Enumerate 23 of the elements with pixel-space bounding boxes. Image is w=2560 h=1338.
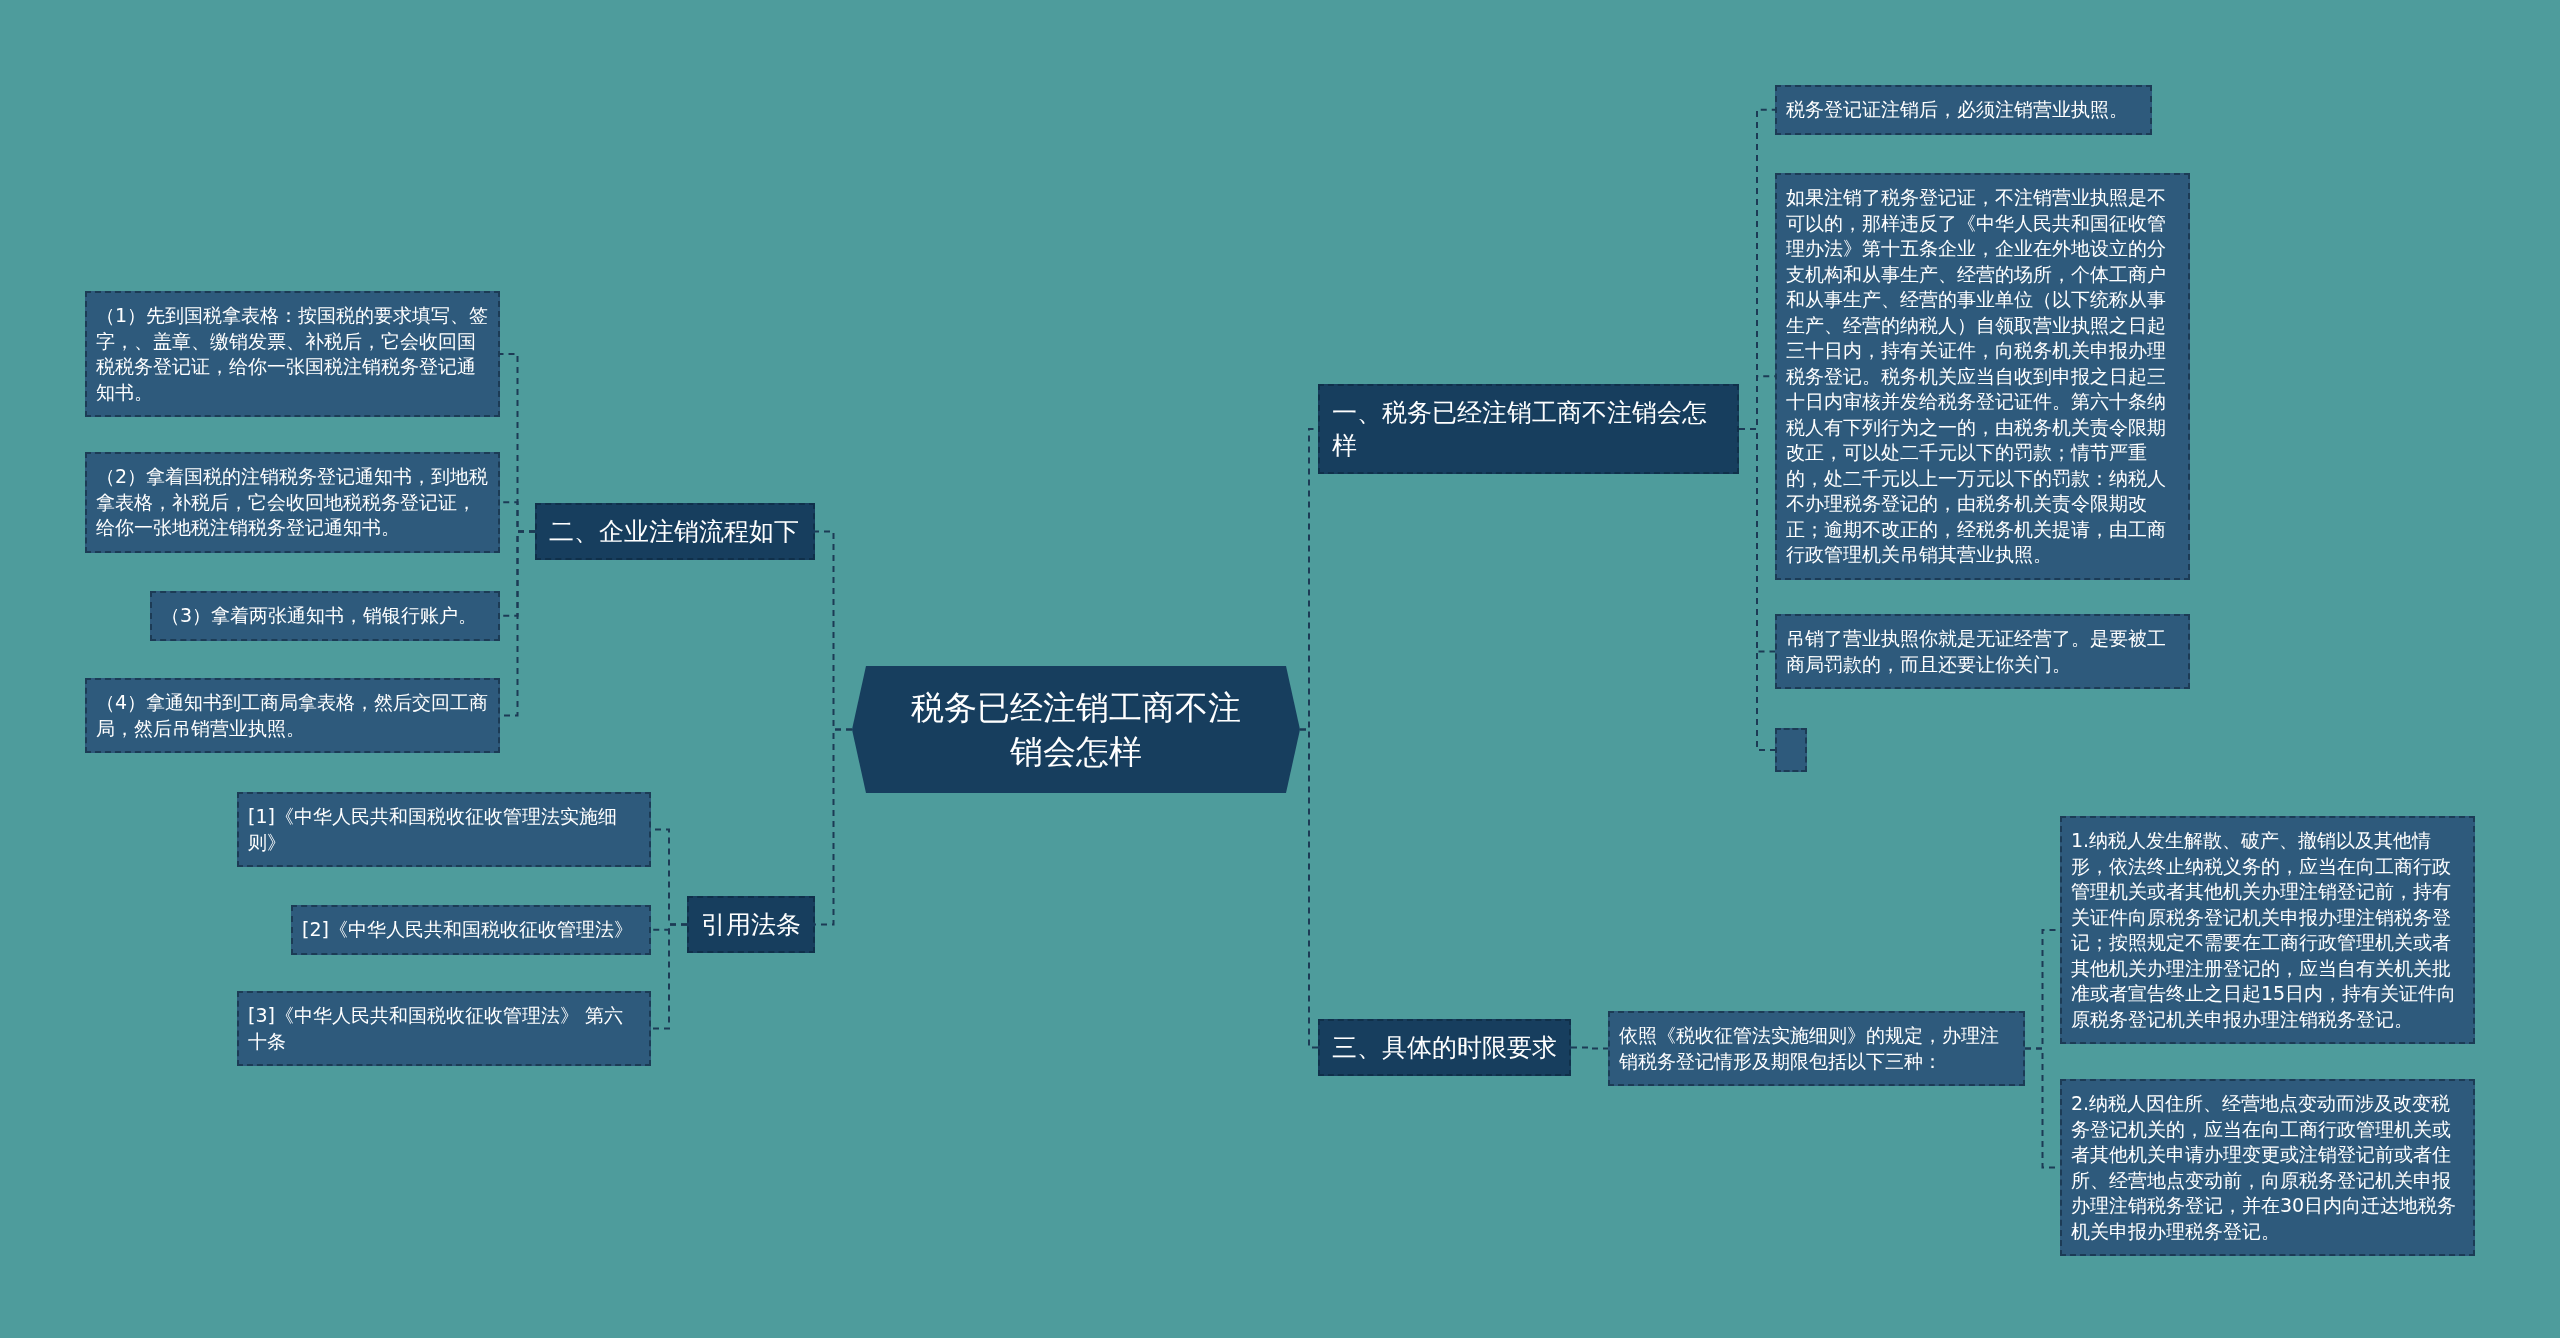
text-box: 税务登记证注销后，必须注销营业执照。 <box>1775 85 2152 135</box>
branch-box: 引用法条 <box>687 896 815 953</box>
text-box: 吊销了营业执照你就是无证经营了。是要被工商局罚款的，而且还要让你关门。 <box>1775 614 2190 689</box>
text-box: （1）先到国税拿表格：按国税的要求填写、签字，、盖章、缴销发票、补税后，它会收回国税税务登记证，给你一张国税注销税务登记通知书。 <box>85 291 500 417</box>
text-box: （2）拿着国税的注销税务登记通知书，到地税拿表格，补税后，它会收回地税税务登记证，给你一张地税注销税务登记通知书。 <box>85 452 500 553</box>
text-box: [3]《中华人民共和国税收征收管理法》 第六十条 <box>237 991 651 1066</box>
connector-line <box>1738 428 1776 751</box>
connector-line <box>650 923 688 1030</box>
branch-box: 一、税务已经注销工商不注销会怎样 <box>1318 384 1739 474</box>
topic-hexagon: 税务已经注销工商不注销会怎样 <box>852 666 1300 793</box>
connector-line <box>1570 1046 1609 1050</box>
text-box: [1]《中华人民共和国税收征收管理法实施细则》 <box>237 792 651 867</box>
text-box: 如果注销了税务登记证，不注销营业执照是不可以的，那样违反了《中华人民共和国征收管理办法》第十五条企业，企业在外地设立的分支机构和从事生产、经营的场所，个体工商户和从事生产、经营的事业单位（以下统称从事生产、经营的纳税人）自领取营业执照之日起三十日内，持有关证件，向税务机关申报办理税务登记。税务机关应当自收到申报之日起三十日内审核并发给税务登记证件。第六十条纳税人有下列行为之一的，由税务机关责令限期改正，可以处二千元以下的罚款；情节严重的，处二千元以上一万元以下的罚款：纳税人不办理税务登记的，由税务机关责令限期改正；逾期不改正的，经税务机关提请，由工商行政管理机关吊销其营业执照。 <box>1775 173 2190 580</box>
text-box: 依照《税收征管法实施细则》的规定，办理注销税务登记情形及期限包括以下三种： <box>1608 1011 2025 1086</box>
branch-box: 二、企业注销流程如下 <box>535 503 815 560</box>
connector-line <box>1299 728 1319 1049</box>
empty-box <box>1775 728 1807 772</box>
text-box: （3）拿着两张通知书，销银行账户。 <box>150 591 500 641</box>
text-box: 1.纳税人发生解散、破产、撤销以及其他情形，依法终止纳税义务的，应当在向工商行政管理机关或者其他机关办理注销登记前，持有关证件向原税务登记机关申报办理注销税务登记；按照规定不需要在工商行政管理机关或者其他机关办理注册登记的，应当自有关机关批准或者宣告终止之日起15日内，持有关证件向原税务登记机关申报办理注销税务登记。 <box>2060 816 2475 1044</box>
branch-box: 三、具体的时限要求 <box>1318 1019 1571 1076</box>
text-box: 2.纳税人因住所、经营地点变动而涉及改变税务登记机关的，应当在向工商行政管理机关或者其他机关申请办理变更或注销登记前或者住所、经营地点变动前，向原税务登记机关申报办理注销税务登记，并在30日内向迁达地税务机关申报办理税务登记。 <box>2060 1079 2475 1256</box>
text-box: （4）拿通知书到工商局拿表格，然后交回工商局，然后吊销营业执照。 <box>85 678 500 753</box>
text-box: [2]《中华人民共和国税收征收管理法》 <box>291 905 651 955</box>
